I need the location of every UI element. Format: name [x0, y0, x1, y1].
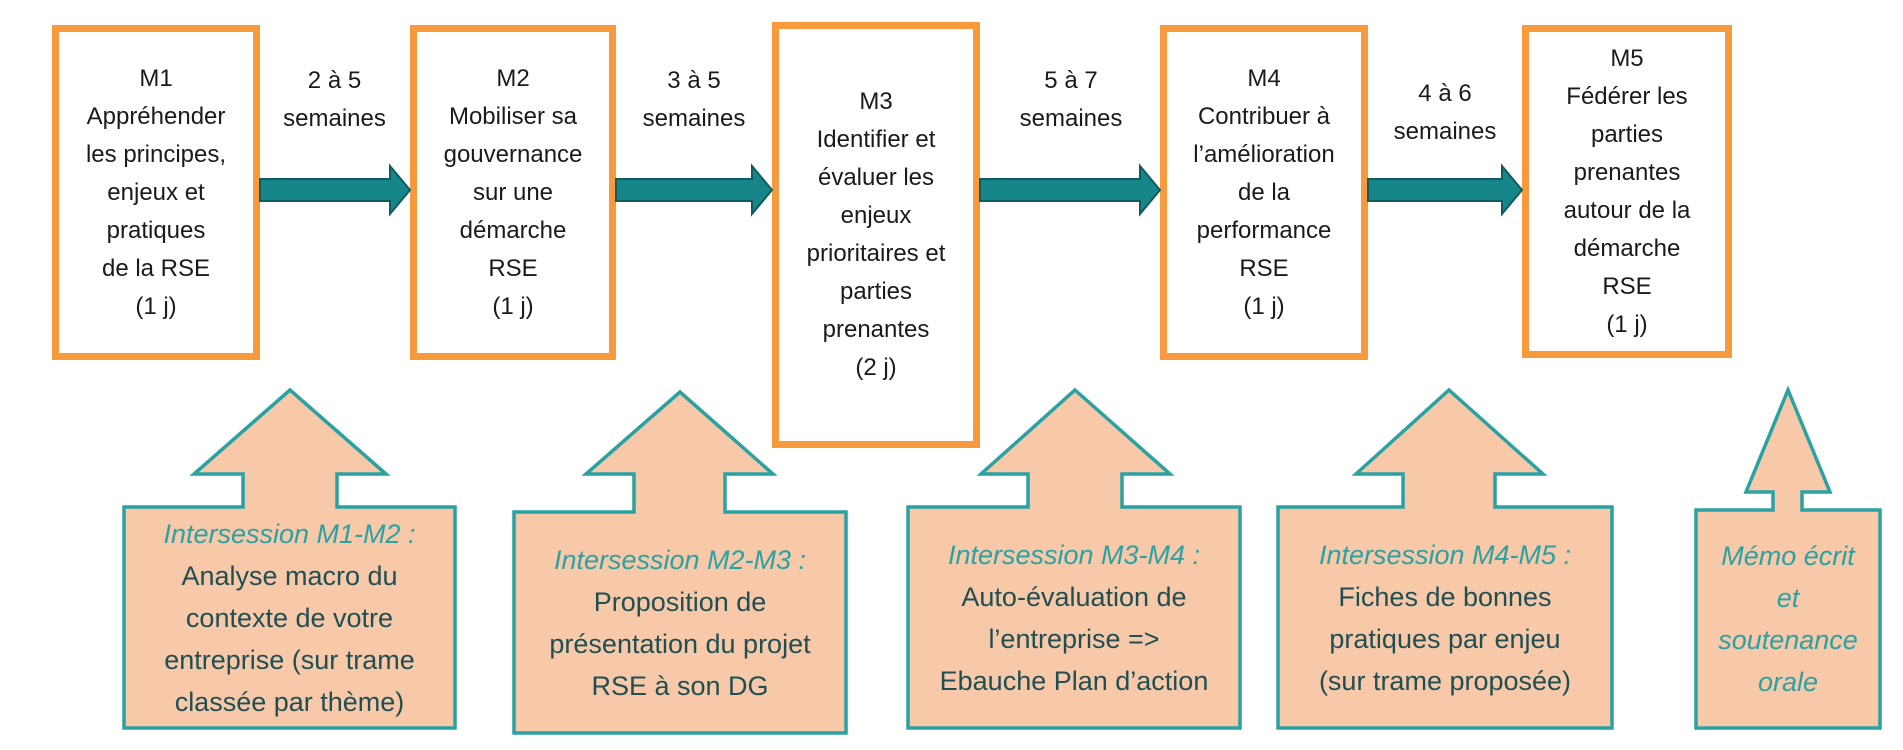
- up-arrow-callout-m4-m5: [1276, 387, 1614, 730]
- intersession-m4-m5-body: Fiches de bonnes pratiques par enjeu (su…: [1318, 581, 1572, 696]
- intersession-m1-m2-text: Intersession M1-M2 : Analyse macro du co…: [124, 507, 455, 728]
- right-arrow-m2-m3: [615, 163, 774, 217]
- module-m5-box: M5 Fédérer les parties prenantes autour …: [1522, 25, 1732, 358]
- intersession-m1-m2-body: Analyse macro du contexte de votre entre…: [164, 560, 415, 717]
- module-m1-text: M1 Appréhender les principes, enjeux et …: [85, 64, 227, 320]
- module-m4-text: M4 Contribuer à l’amélioration de la per…: [1193, 64, 1335, 320]
- up-arrow-callout-m2-m3: [512, 389, 848, 735]
- module-m2-box: M2 Mobiliser sa gouvernance sur une déma…: [410, 25, 616, 360]
- right-arrow-m3-m4: [979, 163, 1162, 217]
- intersession-m3-m4-text: Intersession M3-M4 : Auto-évaluation de …: [908, 507, 1240, 728]
- intersession-m4-m5-text: Intersession M4-M5 : Fiches de bonnes pr…: [1278, 507, 1612, 728]
- intersession-m2-m3-body: Proposition de présentation du projet RS…: [549, 586, 811, 701]
- intersession-m3-m4-title: Intersession M3-M4 :: [947, 539, 1201, 570]
- right-arrow-m1-m2: [259, 163, 412, 217]
- module-m3-text: M3 Identifier et évaluer les enjeux prio…: [806, 88, 946, 381]
- intersession-m3-m4-body: Auto-évaluation de l’entreprise => Ebauc…: [939, 581, 1209, 696]
- up-arrow-callout-m1-m2: [122, 387, 457, 730]
- intersession-m1-m2-title: Intersession M1-M2 :: [163, 518, 416, 549]
- module-m1-box: M1 Appréhender les principes, enjeux et …: [52, 25, 260, 360]
- intersession-m4-m5-title: Intersession M4-M5 :: [1318, 539, 1572, 570]
- duration-label-m2-m3: 3 à 5 semaines: [642, 67, 746, 132]
- duration-label-m3-m4: 5 à 7 semaines: [1019, 67, 1123, 132]
- module-m4-box: M4 Contribuer à l’amélioration de la per…: [1160, 25, 1368, 360]
- right-arrow-m4-m5: [1367, 163, 1524, 217]
- up-arrow-callout-m3-m4: [906, 387, 1242, 730]
- module-m5-text: M5 Fédérer les parties prenantes autour …: [1563, 44, 1691, 338]
- final-memo-text: Mémo écrit et soutenance orale: [1696, 510, 1880, 728]
- up-arrow-callout-final: [1694, 385, 1882, 730]
- final-memo-title: Mémo écrit et soutenance orale: [1718, 541, 1858, 697]
- module-m3-box: M3 Identifier et évaluer les enjeux prio…: [772, 22, 980, 448]
- module-m2-text: M2 Mobiliser sa gouvernance sur une déma…: [443, 64, 583, 320]
- duration-label-m1-m2: 2 à 5 semaines: [283, 67, 386, 132]
- intersession-m2-m3-text: Intersession M2-M3 : Proposition de prés…: [514, 512, 846, 733]
- duration-label-m4-m5: 4 à 6 semaines: [1393, 80, 1497, 145]
- intersession-m2-m3-title: Intersession M2-M3 :: [553, 544, 807, 575]
